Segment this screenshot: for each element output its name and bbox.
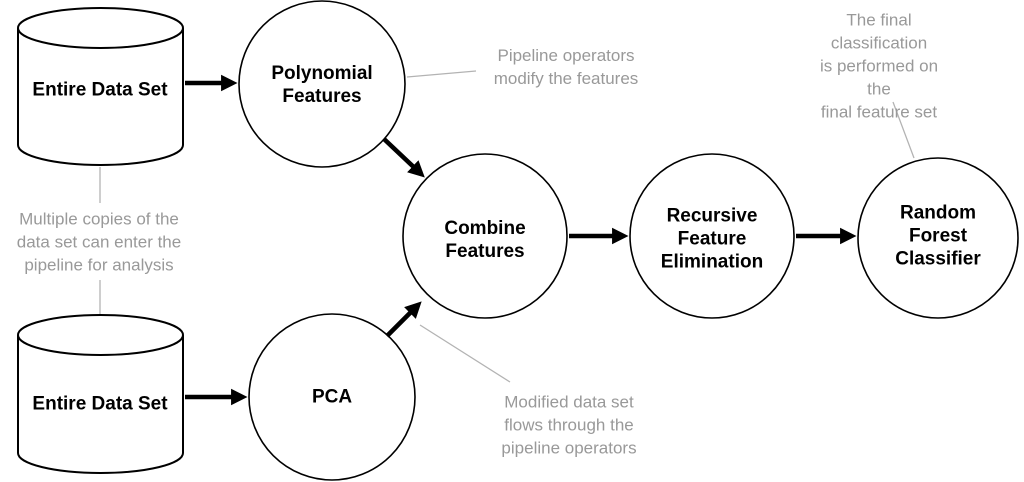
combine-features-node bbox=[402, 153, 568, 319]
recursive-feature-elimination-label: Recursive Feature Elimination bbox=[660, 205, 764, 273]
annotation-multiple-copies: Multiple copies of the data set can ente… bbox=[16, 209, 182, 275]
dataset-top-label: Entire Data Set bbox=[32, 79, 168, 101]
leader-line-modified-data bbox=[419, 324, 511, 383]
pca-node bbox=[248, 313, 416, 481]
leader-line-final-classification bbox=[892, 101, 915, 159]
pca-label: PCA bbox=[311, 386, 353, 408]
arrow-pca-to-combine bbox=[385, 301, 422, 338]
dataset-bottom-label: Entire Data Set bbox=[32, 393, 168, 415]
dataset-cylinder-top bbox=[17, 7, 184, 166]
annotation-pipeline-operators: Pipeline operators modify the features bbox=[493, 46, 639, 88]
arrow-polynomial-to-combine bbox=[382, 137, 425, 178]
leader-line-pipeline-operators bbox=[406, 70, 477, 78]
random-forest-classifier-node bbox=[857, 157, 1019, 319]
annotation-final-classification: The final classification is performed on… bbox=[819, 10, 939, 122]
recursive-feature-elimination-node bbox=[629, 153, 795, 319]
random-forest-classifier-label: Random Forest Classifier bbox=[895, 202, 981, 270]
dataset-cylinder-bottom bbox=[17, 314, 184, 474]
annotation-modified-data: Modified data set flows through the pipe… bbox=[501, 392, 637, 458]
polynomial-features-label: Polynomial Features bbox=[271, 63, 373, 107]
combine-features-label: Combine Features bbox=[444, 218, 526, 262]
polynomial-features-node bbox=[238, 0, 406, 168]
